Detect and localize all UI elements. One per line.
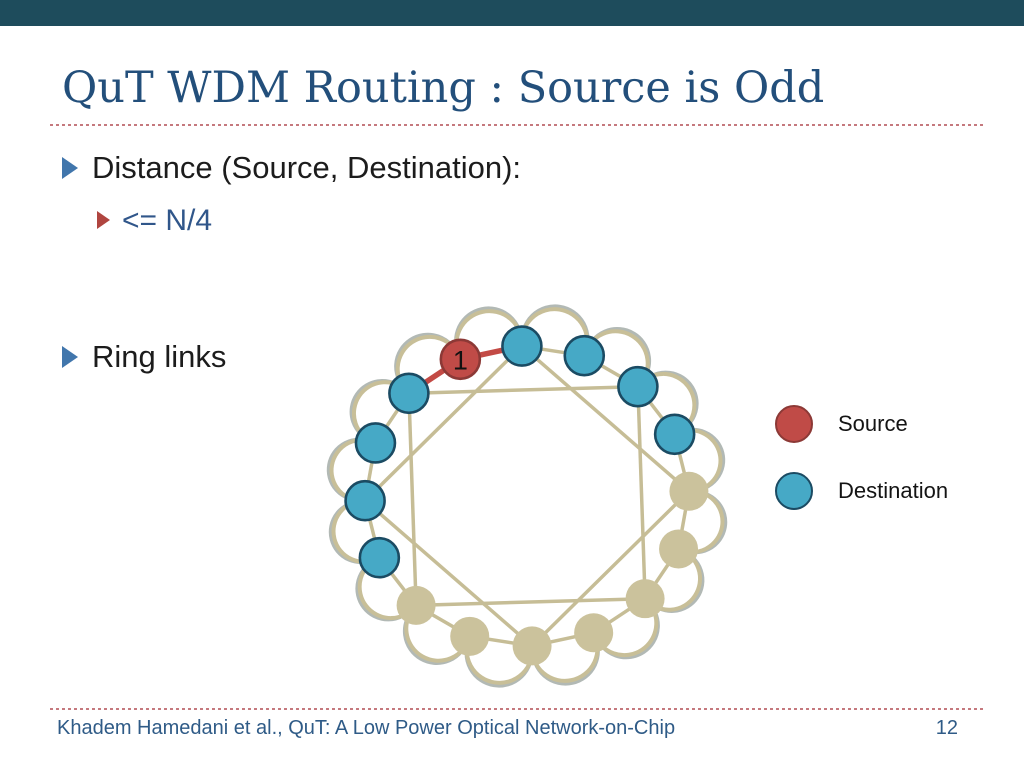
ring-node-inactive (669, 471, 709, 511)
title-separator (50, 124, 985, 126)
ring-node-destination (354, 422, 397, 464)
chord-link (636, 386, 647, 599)
ring-node-destination (563, 334, 606, 377)
ring-node-source (439, 338, 482, 381)
destination-swatch-icon (775, 472, 813, 510)
ring-node-destination (617, 365, 659, 408)
legend-item-source: Source (775, 404, 908, 444)
ring-node-inactive (396, 585, 436, 625)
footer-citation: Khadem Hamedani et al., QuT: A Low Power… (57, 717, 676, 739)
chord-link (408, 384, 638, 396)
chord-link (407, 393, 418, 606)
ring-node-inactive (512, 626, 552, 666)
legend-item-destination: Destination (775, 471, 948, 511)
top-accent-bar (0, 0, 1024, 26)
ring-node-destination (388, 372, 430, 415)
ring-node-inactive (625, 579, 665, 619)
legend-label: Source (838, 411, 908, 436)
bullet-text: Distance (Source, Destination): (92, 150, 522, 185)
bullet-n4: <= N/4 (97, 203, 212, 239)
bullet-text: Ring links (92, 339, 227, 374)
slide-title: QuT WDM Routing : Source is Odd (62, 63, 825, 113)
bullet-ring-links: Ring links (62, 337, 226, 377)
ring-node-inactive (574, 613, 614, 653)
triangle-bullet-icon (62, 157, 78, 179)
chord-link (530, 490, 691, 648)
chord-link (520, 344, 691, 493)
ring-node-destination (358, 536, 401, 579)
footer-page-number: 12 (935, 717, 958, 739)
ring-node-destination (344, 479, 386, 522)
legend-label: Destination (838, 478, 949, 503)
ring-node-destination (653, 413, 696, 456)
source-swatch-icon (775, 405, 813, 443)
triangle-bullet-icon (62, 346, 78, 368)
source-node-label: 1 (453, 345, 468, 375)
bullet-text: <= N/4 (122, 204, 213, 237)
footer-separator (50, 708, 985, 710)
ring-node-inactive (659, 529, 699, 569)
chord-link (363, 344, 524, 502)
triangle-bullet-icon (97, 211, 110, 229)
ring-node-destination (501, 325, 543, 367)
chord-link (416, 596, 646, 608)
ring-node-inactive (450, 616, 490, 656)
bullet-distance: Distance (Source, Destination): (62, 148, 521, 188)
chord-link (363, 499, 534, 648)
